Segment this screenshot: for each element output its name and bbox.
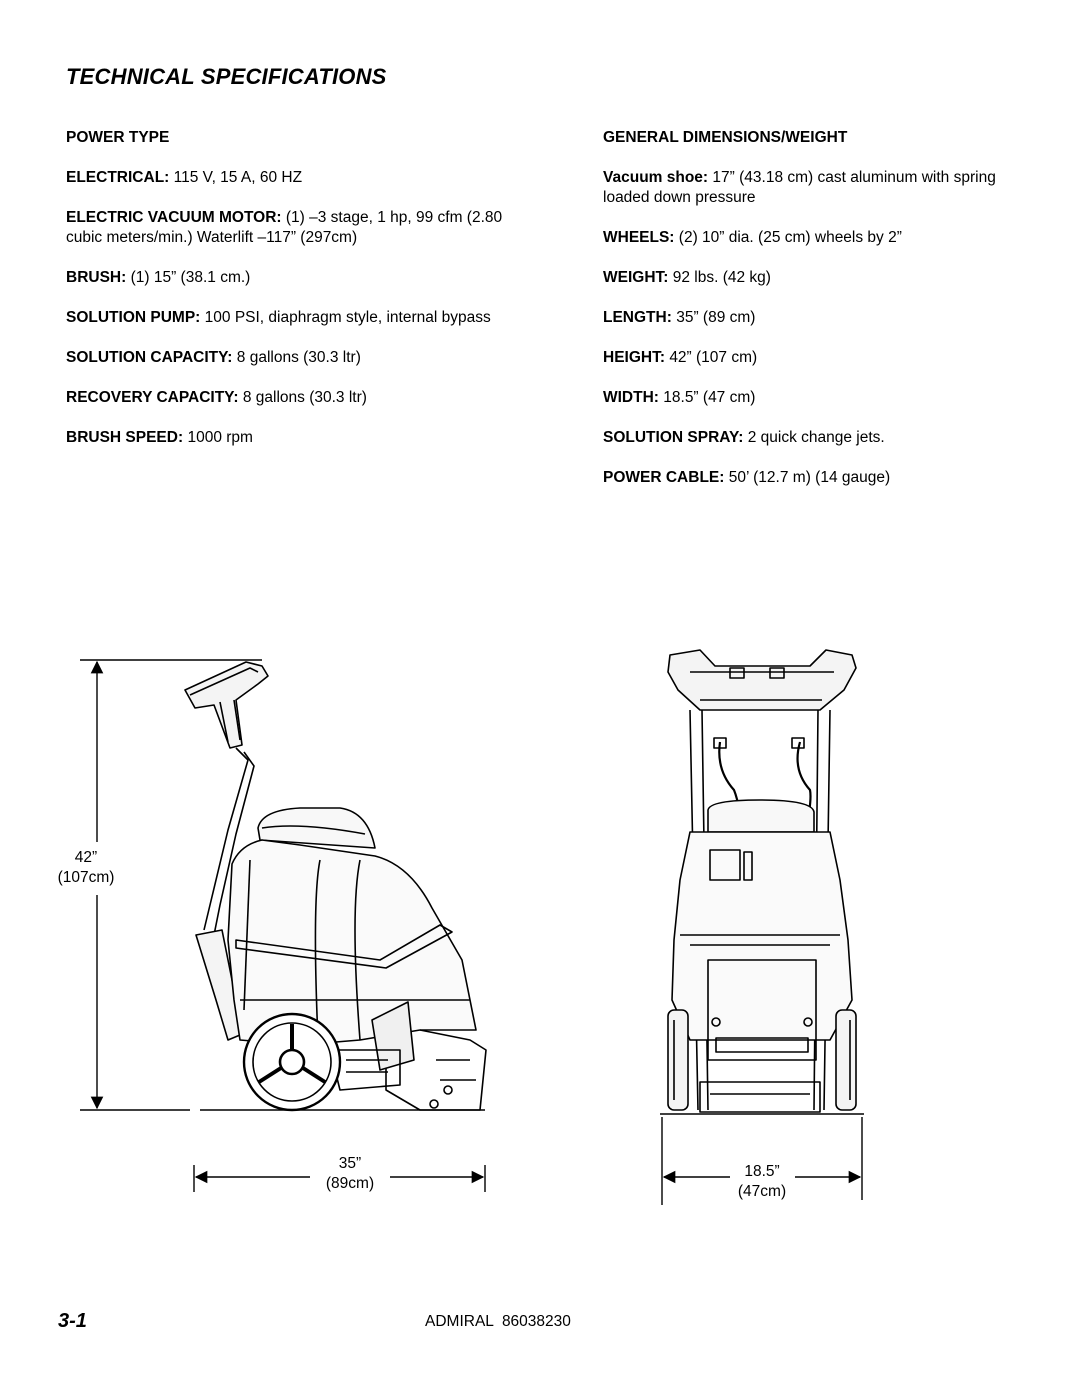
page-title: TECHNICAL SPECIFICATIONS bbox=[66, 64, 387, 89]
power-type-section: POWER TYPE ELECTRICAL: 115 V, 15 A, 60 H… bbox=[66, 128, 536, 468]
width-metric: (47cm) bbox=[737, 1183, 787, 1200]
spec-recovery-capacity: RECOVERY CAPACITY: 8 gallons (30.3 ltr) bbox=[66, 388, 536, 408]
spec-label: BRUSH: bbox=[66, 269, 127, 286]
document-id: ADMIRAL 86038230 bbox=[425, 1313, 571, 1330]
side-view-drawing bbox=[184, 661, 487, 1112]
spec-label: ELECTRIC VACUUM MOTOR: bbox=[66, 209, 282, 226]
spec-brush-speed: BRUSH SPEED: 1000 rpm bbox=[66, 428, 536, 448]
spec-wheels: WHEELS: (2) 10” dia. (25 cm) wheels by 2… bbox=[603, 228, 1023, 248]
spec-label: HEIGHT: bbox=[603, 349, 665, 366]
spec-vacuum-shoe: Vacuum shoe: 17” (43.18 cm) cast aluminu… bbox=[603, 168, 1023, 208]
spec-label: Vacuum shoe: bbox=[603, 169, 709, 186]
spec-label: LENGTH: bbox=[603, 309, 672, 326]
spec-solution-spray: SOLUTION SPRAY: 2 quick change jets. bbox=[603, 428, 1023, 448]
spec-value: 8 gallons (30.3 ltr) bbox=[242, 389, 367, 406]
spec-weight: WEIGHT: 92 lbs. (42 kg) bbox=[603, 268, 1023, 288]
width-imperial: 18.5” bbox=[744, 1163, 780, 1180]
length-metric: (89cm) bbox=[325, 1175, 375, 1192]
spec-width: WIDTH: 18.5” (47 cm) bbox=[603, 388, 1023, 408]
front-view-drawing bbox=[660, 649, 864, 1115]
spec-label: ELECTRICAL: bbox=[66, 169, 170, 186]
spec-value: 8 gallons (30.3 ltr) bbox=[236, 349, 361, 366]
width-dimension-label: 18.5” (47cm) bbox=[714, 1162, 810, 1202]
spec-value: 1000 rpm bbox=[187, 429, 253, 446]
spec-value: 18.5” (47 cm) bbox=[663, 389, 756, 406]
spec-label: SOLUTION SPRAY: bbox=[603, 429, 744, 446]
length-dimension-line bbox=[193, 1165, 486, 1192]
spec-power-cable: POWER CABLE: 50’ (12.7 m) (14 gauge) bbox=[603, 468, 1023, 488]
spec-electrical: ELECTRICAL: 115 V, 15 A, 60 HZ bbox=[66, 168, 536, 188]
spec-label: RECOVERY CAPACITY: bbox=[66, 389, 239, 406]
length-dimension-label: 35” (89cm) bbox=[300, 1154, 400, 1194]
spec-solution-capacity: SOLUTION CAPACITY: 8 gallons (30.3 ltr) bbox=[66, 348, 536, 368]
width-dimension-line bbox=[661, 1117, 863, 1205]
spec-length: LENGTH: 35” (89 cm) bbox=[603, 308, 1023, 328]
spec-label: POWER CABLE: bbox=[603, 469, 725, 486]
spec-value: 42” (107 cm) bbox=[669, 349, 758, 366]
spec-value: (1) –3 stage, 1 hp, 99 cfm (2.80 cubic m… bbox=[66, 209, 503, 246]
length-imperial: 35” bbox=[338, 1155, 362, 1172]
spec-label: WEIGHT: bbox=[603, 269, 669, 286]
spec-value: 115 V, 15 A, 60 HZ bbox=[173, 169, 303, 186]
spec-brush: BRUSH: (1) 15” (38.1 cm.) bbox=[66, 268, 536, 288]
dimensions-section: GENERAL DIMENSIONS/WEIGHT Vacuum shoe: 1… bbox=[603, 128, 1023, 508]
spec-value: 35” (89 cm) bbox=[676, 309, 756, 326]
spec-label: WHEELS: bbox=[603, 229, 675, 246]
spec-value: 50’ (12.7 m) (14 gauge) bbox=[728, 469, 891, 486]
page-number: 3-1 bbox=[58, 1310, 87, 1332]
spec-vacuum-motor: ELECTRIC VACUUM MOTOR: (1) –3 stage, 1 h… bbox=[66, 208, 536, 248]
section-heading: POWER TYPE bbox=[66, 129, 170, 146]
spec-value: 92 lbs. (42 kg) bbox=[672, 269, 771, 286]
spec-solution-pump: SOLUTION PUMP: 100 PSI, diaphragm style,… bbox=[66, 308, 536, 328]
spec-label: BRUSH SPEED: bbox=[66, 429, 184, 446]
height-imperial: 42” bbox=[74, 849, 98, 866]
spec-label: SOLUTION CAPACITY: bbox=[66, 349, 233, 366]
spec-value: 100 PSI, diaphragm style, internal bypas… bbox=[204, 309, 491, 326]
spec-value: (2) 10” dia. (25 cm) wheels by 2” bbox=[678, 229, 902, 246]
height-dimension-label: 42” (107cm) bbox=[38, 848, 134, 888]
spec-value: 2 quick change jets. bbox=[747, 429, 885, 446]
spec-value: 17” (43.18 cm) cast aluminum with spring… bbox=[603, 169, 996, 206]
spec-label: WIDTH: bbox=[603, 389, 659, 406]
spec-height: HEIGHT: 42” (107 cm) bbox=[603, 348, 1023, 368]
spec-value: (1) 15” (38.1 cm.) bbox=[130, 269, 251, 286]
section-heading: GENERAL DIMENSIONS/WEIGHT bbox=[603, 129, 848, 146]
height-metric: (107cm) bbox=[57, 869, 115, 886]
height-dimension-line bbox=[80, 659, 485, 1111]
spec-label: SOLUTION PUMP: bbox=[66, 309, 201, 326]
